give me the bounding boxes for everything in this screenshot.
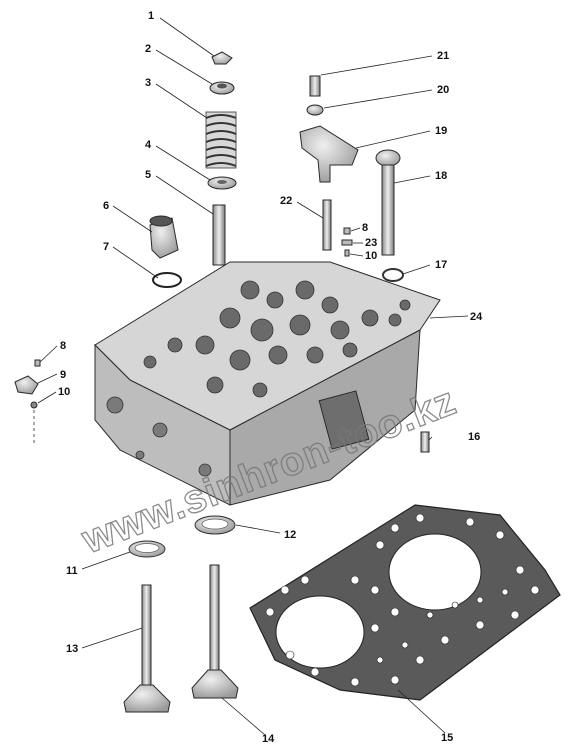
callout-11: 11 <box>66 565 78 577</box>
valve-seat-right <box>194 515 236 535</box>
o-ring <box>152 272 182 288</box>
dowel-pin <box>420 431 430 453</box>
spring-seat-washer <box>207 176 237 190</box>
callout-4: 4 <box>145 139 152 151</box>
callout-7: 7 <box>103 241 109 253</box>
spring-retainer <box>209 81 235 95</box>
callout-17: 17 <box>435 259 447 271</box>
valve-seat-left <box>128 540 166 558</box>
callout-19: 19 <box>435 125 447 137</box>
exhaust-valve <box>191 564 239 699</box>
injector-sleeve <box>149 215 179 259</box>
small-fittings <box>341 227 353 257</box>
callout-23: 23 <box>365 237 377 249</box>
callout-6: 6 <box>103 200 109 212</box>
callout-24: 24 <box>470 311 483 323</box>
callout-8-right: 8 <box>362 222 368 234</box>
callout-12: 12 <box>284 529 296 541</box>
callout-10-left: 10 <box>58 386 70 398</box>
callout-21: 21 <box>437 50 449 62</box>
callout-10-right: 10 <box>365 250 377 262</box>
leader-lines <box>81 17 446 736</box>
valve-keeper <box>211 51 233 65</box>
valve-guide <box>212 204 226 266</box>
callout-16: 16 <box>468 431 480 443</box>
rocker-bolt <box>322 199 332 251</box>
push-rod-seal <box>382 268 404 282</box>
callout-labels: 1 2 3 4 5 6 7 8 9 10 21 20 19 18 22 8 23… <box>37 10 483 745</box>
callout-5: 5 <box>145 169 151 181</box>
callout-2: 2 <box>145 43 151 55</box>
callout-1: 1 <box>148 10 154 22</box>
callout-15: 15 <box>441 732 453 744</box>
lock-nut <box>306 104 324 116</box>
callout-22: 22 <box>280 195 292 207</box>
adjusting-screw <box>309 75 321 97</box>
callout-8-left: 8 <box>60 340 66 352</box>
callout-18: 18 <box>435 170 447 182</box>
callout-13: 13 <box>66 643 78 655</box>
push-rod <box>375 149 401 256</box>
cylinder-head <box>94 261 441 506</box>
rocker-arm <box>299 125 359 183</box>
callout-20: 20 <box>437 84 449 96</box>
intake-valve <box>123 584 171 713</box>
callout-9: 9 <box>60 369 66 381</box>
valve-spring <box>205 111 237 169</box>
callout-14: 14 <box>262 733 275 745</box>
head-gasket <box>249 504 561 701</box>
callout-3: 3 <box>145 77 151 89</box>
side-fittings <box>14 359 41 445</box>
